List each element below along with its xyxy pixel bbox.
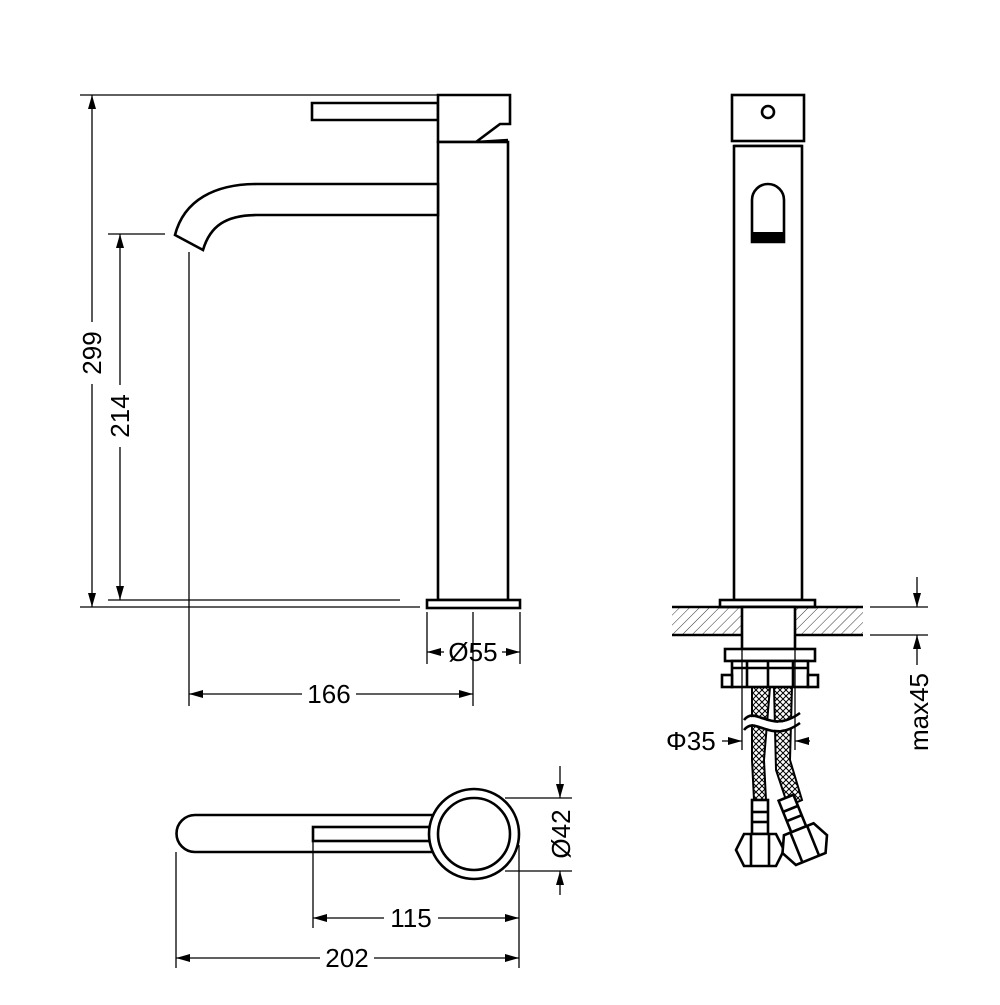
dim-label-202: 202 — [325, 943, 368, 973]
hose-nut-left — [734, 832, 786, 868]
countertop-left — [672, 607, 742, 635]
dimension-counter-thickness: max45 — [870, 577, 934, 751]
dimension-spout-reach: 166 — [188, 252, 474, 709]
top-view — [175, 787, 521, 881]
hose-nut-right — [781, 821, 829, 867]
side-spout-outlet — [750, 182, 786, 244]
hose-right — [772, 686, 804, 808]
side-lock-nut — [723, 647, 817, 663]
top-body-inner — [436, 796, 512, 872]
front-cartridge-head — [436, 93, 512, 144]
front-spout — [173, 182, 440, 252]
side-shank — [740, 605, 797, 651]
dimension-hole-diameter: Φ35 — [666, 649, 810, 756]
dimension-handle-length: 115 — [312, 841, 520, 968]
dim-label-35: Φ35 — [666, 726, 716, 756]
front-view — [173, 93, 522, 610]
dim-label-115: 115 — [390, 903, 431, 933]
dimension-total-height: 299 — [77, 94, 438, 608]
top-spout — [175, 813, 447, 854]
countertop-right — [795, 607, 863, 635]
hose-left — [751, 686, 772, 801]
dim-label-42: Ø42 — [546, 809, 576, 858]
side-view — [672, 93, 863, 868]
dimension-body-diameter: Ø42 — [505, 766, 576, 895]
top-lever-handle — [311, 825, 445, 843]
dim-label-166: 166 — [307, 679, 350, 709]
dimension-total-length: 202 — [175, 852, 519, 973]
front-base — [425, 598, 522, 610]
dim-label-299: 299 — [77, 331, 107, 374]
front-body — [436, 140, 510, 602]
dimension-spout-height: 214 — [105, 233, 400, 601]
dim-label-214: 214 — [105, 394, 135, 437]
front-lever-handle — [310, 101, 440, 122]
dim-label-max45: max45 — [904, 673, 934, 751]
